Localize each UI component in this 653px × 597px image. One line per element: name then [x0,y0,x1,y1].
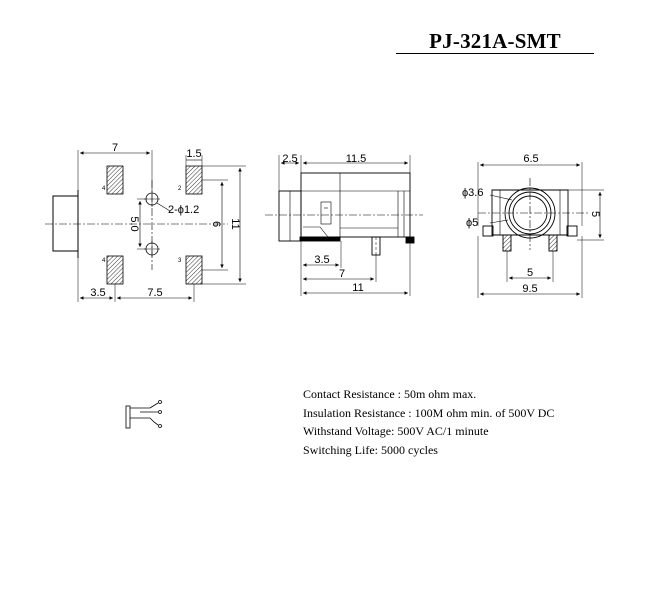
pad-4-top [106,165,124,195]
dim-front-height: 5 [589,211,601,217]
side-view [265,155,423,296]
dim-height-total: 11 [229,218,241,229]
dim-front-width: 6.5 [523,153,538,165]
dim-pad-span: 6 [210,221,222,227]
top-view-labels: 7 1.5 5.0 2-ϕ1.2 6 11 3.5 7.5 4 2 4 3 [90,142,241,299]
front-view [477,162,604,298]
title-underline [396,53,594,54]
pad-2 [185,165,203,195]
pin-label-3: 3 [178,258,182,264]
pin-label-4-top: 4 [102,186,106,192]
dim-inner-diameter: ϕ3.6 [462,187,483,199]
spec-switching-life: Switching Life: 5000 cycles [303,442,438,457]
dim-overall-front: 9.5 [522,283,537,295]
spec-insulation-resistance: Insulation Resistance : 100M ohm min. of… [303,405,555,420]
dim-outer-diameter: ϕ5 [466,217,478,229]
hole-callout: 2-ϕ1.2 [168,204,199,216]
pad-4-bottom [106,255,124,285]
pin-label-2: 2 [178,186,182,192]
pin-label-4-bottom: 4 [102,258,106,264]
dim-front: 2.5 [282,153,297,165]
drawing-title: PJ-321A-SMT [429,29,561,53]
dim-lead-a: 3.5 [314,254,329,266]
dim-overall-side: 11 [352,282,363,294]
spec-contact-resistance: Contact Resistance : 50m ohm max. [303,387,477,401]
dim-hole-spacing: 5.0 [128,216,140,231]
dim-pad-pitch: 7.5 [147,287,162,299]
dim-width-total: 7 [112,142,118,154]
spec-withstand-voltage: Withstand Voltage: 500V AC/1 minute [303,424,489,438]
front-view-labels: 6.5 ϕ3.6 ϕ5 5 5 9.5 [462,153,601,295]
side-view-labels: 2.5 11.5 3.5 7 11 [282,153,366,294]
schematic-symbol [125,400,162,429]
dim-pad-width: 1.5 [186,148,201,160]
dim-lead-b: 7 [339,268,345,280]
pad-3 [185,255,203,285]
dim-body: 11.5 [346,153,367,165]
dim-left-offset: 3.5 [90,287,105,299]
specifications: Contact Resistance : 50m ohm max. Insula… [303,385,554,459]
dim-lead-span: 5 [527,267,533,279]
top-view [45,150,246,302]
